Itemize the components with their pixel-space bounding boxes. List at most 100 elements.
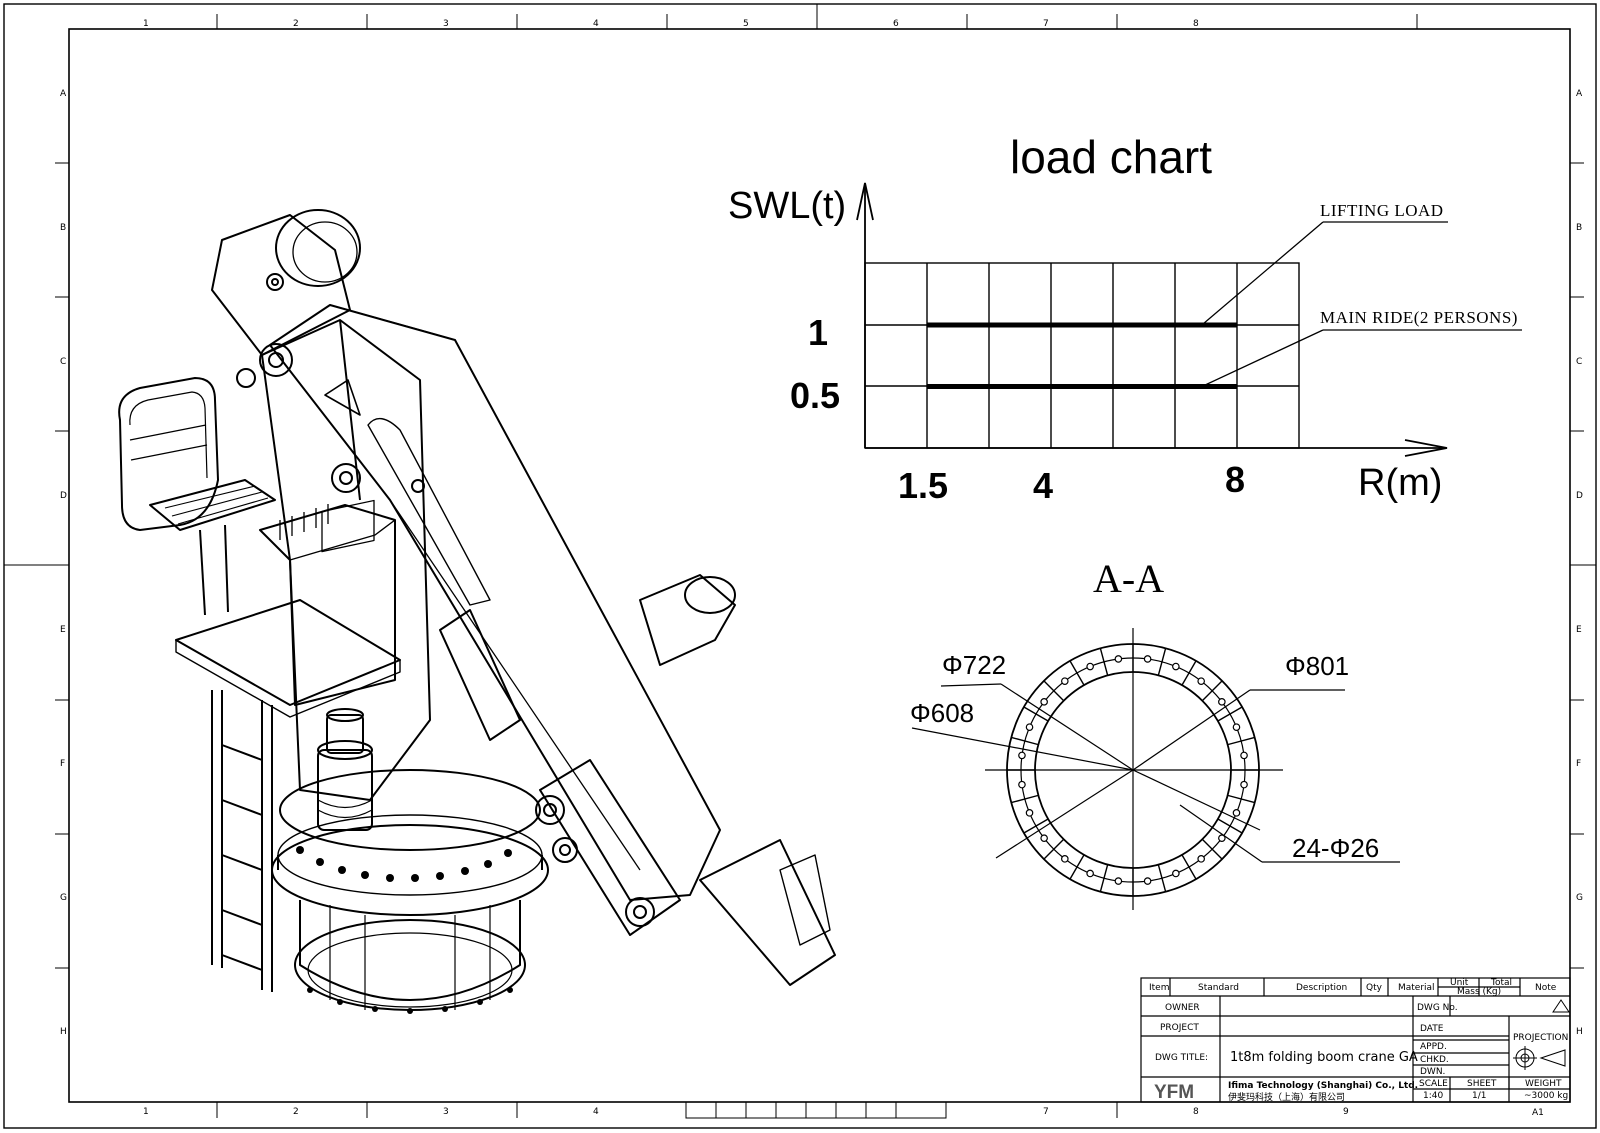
bolt-hole: [1114, 877, 1123, 885]
stiffener-rib: [1217, 818, 1243, 834]
bolt-hole: [1018, 780, 1026, 789]
operator-platform: [175, 599, 401, 706]
zone-row-left: H: [60, 1027, 67, 1037]
bolt-hole: [1086, 662, 1094, 671]
revision-triangle-icon: [1552, 999, 1570, 1013]
title-block: Item Standard Description Qty Material U…: [1140, 977, 1571, 1118]
tb-head-total: Total: [1490, 978, 1512, 988]
bolt-hole: [1061, 677, 1069, 685]
stiffener-rib: [1069, 660, 1085, 686]
crane-isometric-view: [118, 209, 836, 1014]
jib-boom: [699, 839, 836, 986]
bolt-hole: [1232, 723, 1241, 731]
stiffener-rib: [1043, 680, 1065, 702]
slewing-drive: [279, 708, 541, 851]
zone-row-right: D: [1576, 491, 1583, 501]
tb-chkd-label: CHKD.: [1420, 1055, 1449, 1065]
zone-col-bottom: 2: [293, 1107, 299, 1117]
zone-ticks: [4, 4, 1596, 1118]
zone-col-bottom: 4: [593, 1107, 599, 1117]
zone-col-top: 7: [1043, 19, 1049, 29]
zone-row-right: B: [1576, 223, 1582, 233]
stiffener-rib: [1217, 706, 1243, 722]
tb-head-note: Note: [1535, 983, 1557, 993]
tb-appd-label: APPD.: [1420, 1042, 1447, 1052]
tb-date-label: DATE: [1420, 1024, 1444, 1034]
tb-dwn-label: DWN.: [1420, 1067, 1445, 1077]
main-boom: [259, 304, 721, 901]
y-axis-label: SWL(t): [728, 185, 846, 227]
zone-row-left: D: [60, 491, 67, 501]
bolt-hole: [1040, 698, 1048, 706]
zone-col-top: 6: [893, 19, 899, 29]
bolt-hole: [1086, 869, 1094, 878]
zone-row-right: F: [1576, 759, 1581, 769]
zone-col-top: 3: [443, 19, 449, 29]
tb-weight-label: WEIGHT: [1525, 1079, 1562, 1089]
tb-head-description: Description: [1296, 983, 1347, 993]
stiffener-rib: [1227, 736, 1255, 746]
luffing-cylinder: [439, 574, 736, 741]
centering-marks: [685, 1101, 947, 1119]
bolt-hole: [1172, 662, 1180, 671]
zone-row-left: E: [60, 625, 66, 635]
stiffener-rib: [1069, 854, 1085, 880]
tb-weight-value: ~3000 kg: [1524, 1091, 1568, 1101]
load-chart: load chart SWL(t) R(m) 1 0.5 1.5 4 8: [728, 131, 1522, 506]
zone-col-top: 2: [293, 19, 299, 29]
tb-head-standard: Standard: [1198, 983, 1239, 993]
bolt-hole: [1018, 751, 1026, 760]
zone-labels: 1 2 3 4 5 6 7 8 1 2 3 4 7 8 9 A B C D E …: [60, 19, 1583, 1117]
bolt-hole: [1240, 751, 1248, 760]
bolt-hole: [1197, 855, 1205, 863]
stiffener-rib: [1043, 838, 1065, 860]
bolt-hole: [1218, 698, 1226, 706]
zone-col-top: 5: [743, 19, 749, 29]
dimension-722: Φ722: [942, 650, 1006, 680]
tb-dwg-no-label: DWG No.: [1417, 1003, 1458, 1013]
bolt-hole: [1218, 834, 1226, 842]
section-title: A-A: [1093, 556, 1164, 601]
tb-head-item: Item: [1149, 983, 1170, 993]
stiffener-rib: [1227, 794, 1255, 804]
tb-projection-label: PROJECTION: [1513, 1033, 1568, 1043]
tb-dwg-title: 1t8m folding boom crane GA: [1230, 1050, 1418, 1065]
access-ladder: [211, 690, 273, 992]
stiffener-rib: [1023, 706, 1049, 722]
zone-col-top: 8: [1193, 19, 1199, 29]
tb-head-qty: Qty: [1366, 983, 1383, 993]
stiffener-rib: [1011, 794, 1039, 804]
bolt-hole: [1114, 655, 1123, 663]
winch-drum: [211, 209, 361, 388]
tb-scale-label: SCALE: [1419, 1079, 1448, 1089]
tb-sheet-size: A1: [1532, 1108, 1544, 1118]
bolt-hole: [1240, 780, 1248, 789]
stiffener-rib: [1011, 736, 1039, 746]
dimension-608: Φ608: [910, 698, 974, 728]
tb-head-mass: Mass (Kg): [1457, 987, 1501, 997]
zone-row-left: G: [60, 893, 67, 903]
section-a-a: A-A Φ722 Φ801 Φ608 24-Φ26: [910, 556, 1400, 910]
zone-col-bottom: 1: [143, 1107, 149, 1117]
tb-sheet-value: 1/1: [1472, 1091, 1486, 1101]
crane-column: [261, 319, 431, 801]
legend-main-ride: MAIN RIDE(2 PERSONS): [1320, 308, 1518, 327]
crane-pedestal: [271, 814, 549, 1011]
tb-company-cn: 伊斐玛科技（上海）有限公司: [1228, 1091, 1345, 1103]
bolt-hole: [1143, 655, 1152, 663]
stiffener-rib: [1157, 864, 1167, 892]
operator-seat: [118, 377, 276, 616]
tb-project-label: PROJECT: [1160, 1023, 1199, 1033]
stiffener-rib: [1181, 854, 1197, 880]
bolt-hole: [1143, 877, 1152, 885]
chart-grid: [864, 262, 1300, 449]
zone-row-right: G: [1576, 893, 1583, 903]
zone-row-left: C: [60, 357, 66, 367]
zone-row-left: B: [60, 223, 66, 233]
bolt-hole: [1061, 855, 1069, 863]
bolt-hole: [1232, 809, 1241, 817]
stiffener-rib: [1099, 864, 1109, 892]
zone-row-left: F: [60, 759, 65, 769]
bolt-hole: [1025, 809, 1034, 817]
x-tick-label: 8: [1225, 459, 1245, 500]
